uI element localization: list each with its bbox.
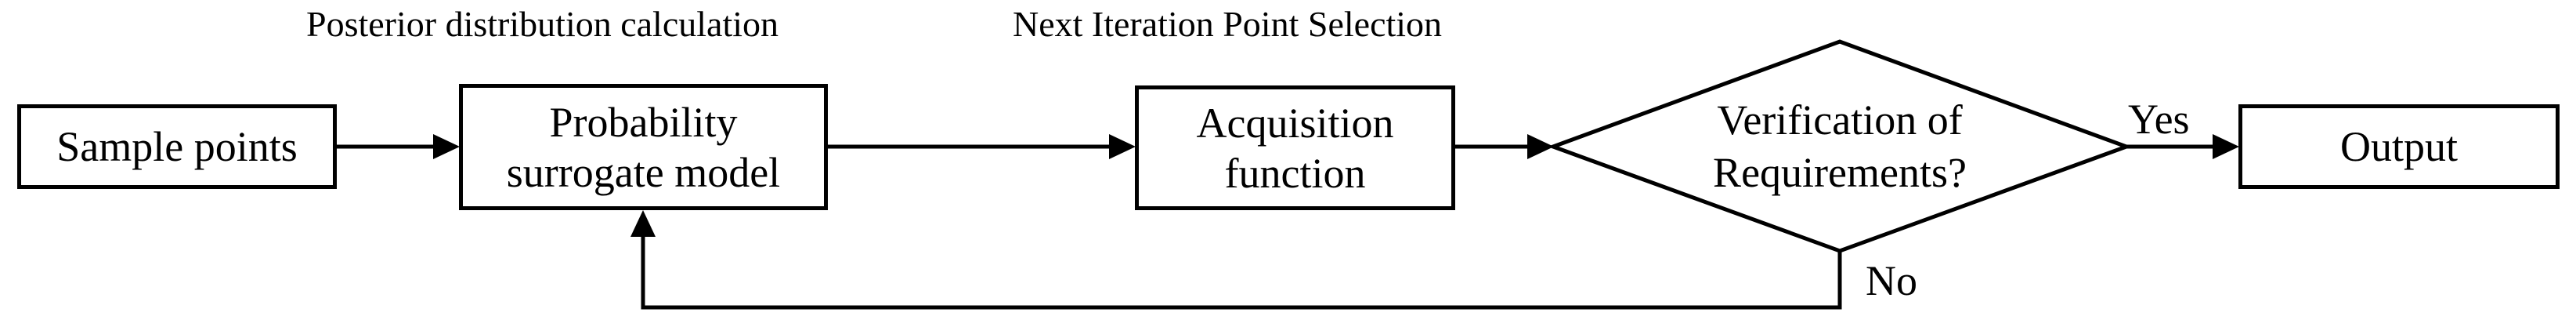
feedback-no-path [630,210,1842,310]
node-acquisition-function-line2: function [1224,149,1366,197]
edge-label-yes: Yes [2128,96,2190,143]
arrowhead-right-icon [2213,134,2239,159]
node-probability-surrogate-model: Probability surrogate model [459,84,828,210]
node-probability-surrogate-model-line1: Probability [549,98,738,146]
arrow-surrogate-to-acquisition [826,134,1136,159]
node-sample-points-label: Sample points [56,123,298,170]
node-sample-points: Sample points [17,104,337,189]
node-verification-line2: Requirements? [1713,149,1967,196]
node-acquisition-function: Acquisition function [1135,85,1455,210]
arrow-decision-to-output [2126,134,2239,159]
arrow-acquisition-to-decision [1454,134,1554,159]
title-posterior-distribution-calculation: Posterior distribution calculation [306,4,779,44]
node-output-label: Output [2339,123,2458,170]
arrow-sample-to-surrogate [337,134,460,159]
arrowhead-up-icon [630,210,656,237]
node-output: Output [2238,104,2560,189]
node-verification-line1: Verification of [1717,96,1963,144]
title-next-iteration-point-selection: Next Iteration Point Selection [1013,4,1443,44]
node-probability-surrogate-model-line2: surrogate model [506,148,781,196]
node-acquisition-function-line1: Acquisition [1196,99,1394,147]
arrowhead-right-icon [433,134,460,159]
node-verification-of-requirements: Verification of Requirements? [1566,78,2114,215]
arrowhead-right-icon [1527,134,1554,159]
edge-label-no: No [1866,257,1917,304]
arrowhead-right-icon [1109,134,1136,159]
